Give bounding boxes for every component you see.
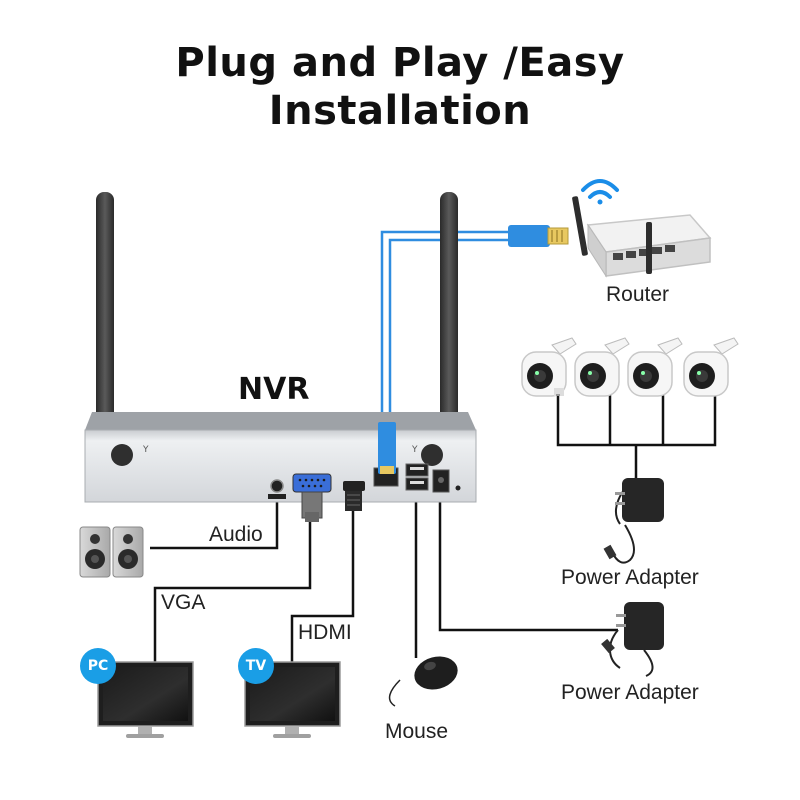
- power-adapter-nvr-label: Power Adapter: [561, 681, 699, 704]
- antenna-icon: [96, 192, 114, 452]
- tv-badge: TV: [238, 648, 274, 684]
- audio-cable: [150, 495, 279, 550]
- speaker-icon: [79, 526, 144, 578]
- title-line-1: Plug and Play /Easy: [175, 40, 625, 86]
- hdmi-cable: [290, 510, 355, 662]
- power-adapter-cameras-label: Power Adapter: [561, 566, 699, 589]
- nvr-power-cable: [438, 495, 618, 632]
- wifi-icon: [581, 179, 619, 205]
- power-adapter-icon: [601, 602, 664, 677]
- camera-icon: [521, 337, 739, 397]
- mouse-label: Mouse: [385, 720, 449, 743]
- nvr-icon: Y Y: [84, 192, 477, 522]
- pc-badge: PC: [80, 648, 116, 684]
- monitor-icon: [244, 661, 341, 738]
- svg-text:Y: Y: [411, 445, 418, 455]
- connection-lines: [150, 395, 717, 662]
- power-adapter-icon: [603, 477, 664, 564]
- hdmi-label: HDMI: [298, 621, 352, 644]
- title-line-2: Installation: [268, 88, 532, 134]
- ethernet-plug-router: [508, 225, 569, 247]
- antenna-icon: [440, 192, 458, 452]
- router-icon: [572, 179, 712, 278]
- mouse-icon: [388, 656, 458, 707]
- ethernet-cable: [380, 230, 510, 428]
- audio-label: Audio: [209, 523, 263, 546]
- monitor-icon: [97, 661, 194, 738]
- vga-cable: [153, 518, 312, 662]
- vga-label: VGA: [161, 591, 206, 614]
- camera-cable-1: [556, 395, 717, 447]
- router-label: Router: [606, 283, 670, 306]
- nvr-label: NVR: [238, 372, 310, 407]
- svg-text:Y: Y: [142, 445, 149, 455]
